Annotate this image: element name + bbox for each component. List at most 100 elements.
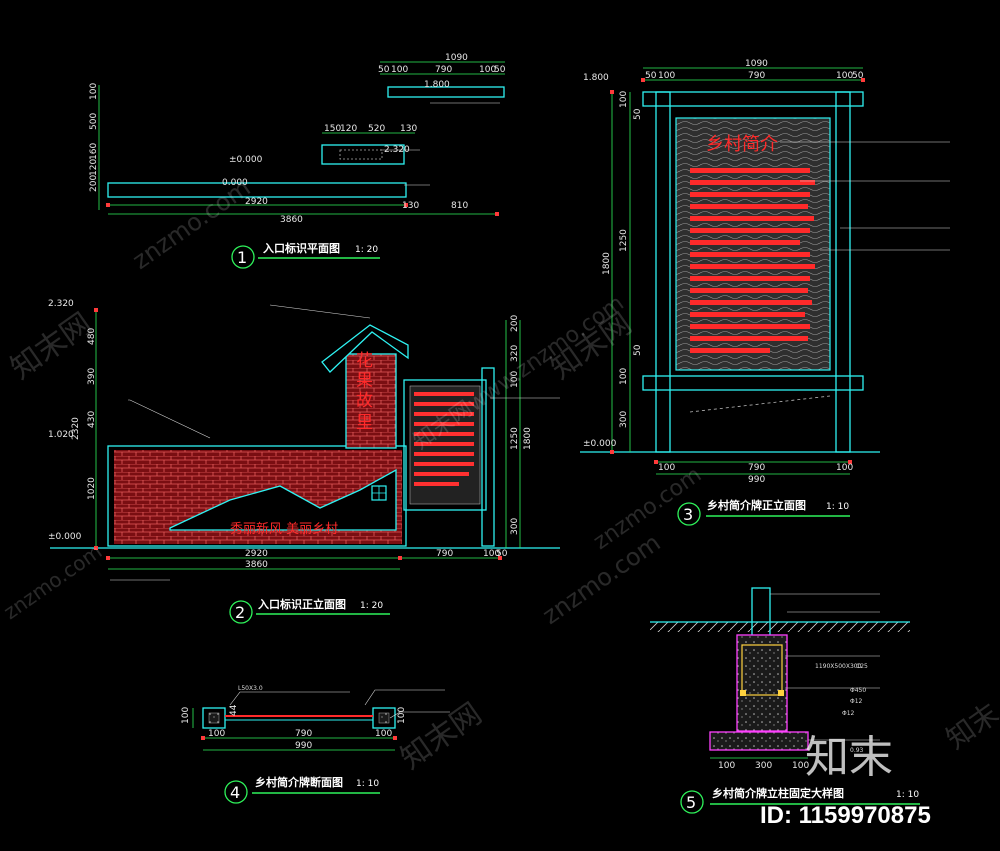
view5-scale: 1: 10 xyxy=(896,790,919,800)
sect4-dim-bottom-1: 100 xyxy=(208,729,225,739)
elev3-dim-left-7: 300 xyxy=(619,411,629,428)
detail-footing xyxy=(736,634,788,732)
plan-gate-pier xyxy=(321,144,405,165)
view5-number: 5 xyxy=(686,793,696,812)
board-post-left xyxy=(655,91,671,453)
elev3-dim-top-total: 1090 xyxy=(745,59,768,69)
elev3-dim-bottom-2: 790 xyxy=(748,463,765,473)
detail-label-3: Φ450 xyxy=(850,687,866,694)
view1-scale: 1: 20 xyxy=(355,245,378,255)
view5-title: 5 乡村简介牌立柱固定大样图 1: 10 xyxy=(680,786,920,814)
id-label: ID: 1159970875 xyxy=(760,802,931,829)
watermark-8: 知末网 xyxy=(395,696,489,776)
view4-title-text: 乡村简介牌断面图 xyxy=(255,775,343,789)
plan-base-slab xyxy=(107,182,407,198)
elev3-dim-top-3: 790 xyxy=(748,71,765,81)
view4-title: 4 乡村简介牌断面图 1: 10 xyxy=(224,775,380,804)
sect4-dim-right-1: 100 xyxy=(397,707,407,724)
section-post-left xyxy=(202,707,226,729)
plan-dim-top-5: 50 xyxy=(494,65,506,75)
plan-dim-left-1: 100 xyxy=(89,83,99,100)
elev3-dim-bottom-1: 100 xyxy=(658,463,675,473)
plan-dim-mid-2: 120 xyxy=(340,124,357,134)
elev2-dim-right-3: 100 xyxy=(510,371,520,388)
elev2-dim-left-2: 390 xyxy=(87,368,97,385)
elev3-level-top: 1.800 xyxy=(583,73,609,83)
elev2-dim-left-4: 1020 xyxy=(87,477,97,500)
elev2-dim-right-6: 1800 xyxy=(523,427,533,450)
elev3-dim-top-2: 100 xyxy=(658,71,675,81)
view2-title-text: 入口标识正立面图 xyxy=(258,597,346,611)
view1-title-text: 入口标识平面图 xyxy=(263,241,340,255)
elev3-dim-left-1: 100 xyxy=(619,91,629,108)
plan-level-0: 0.000 xyxy=(222,178,248,188)
elev3-dim-bottom-3: 100 xyxy=(836,463,853,473)
plan-dim-bottom-3: 130 xyxy=(402,201,419,211)
sect4-dim-bottom-4: 990 xyxy=(295,741,312,751)
elev3-dim-left-5: 50 xyxy=(633,344,643,356)
plan-dim-top-1: 50 xyxy=(378,65,390,75)
view4-scale: 1: 10 xyxy=(356,779,379,789)
view1-plan: 1090 50 100 790 100 50 150 120 520 130 2… xyxy=(89,53,506,225)
wall-slogan: 秀丽新风 美丽乡村 xyxy=(230,521,338,537)
plan-dim-bottom-2: 3860 xyxy=(280,215,303,225)
view1-title: 1 入口标识平面图 1: 20 xyxy=(231,241,380,269)
site-logo: 知末 xyxy=(805,732,893,783)
plan-board xyxy=(387,86,505,98)
detail-label-1: 1190X500X300 xyxy=(815,663,862,670)
gate-roof xyxy=(321,324,409,373)
elev2-dim-left-5: 2320 xyxy=(71,417,81,440)
plan-dim-left-5: 200 xyxy=(89,175,99,192)
view3-title-text: 乡村简介牌正立面图 xyxy=(707,498,806,512)
elev2-dim-bottom-4: 50 xyxy=(496,549,508,559)
elev3-dim-left-3: 1250 xyxy=(619,229,629,252)
elev2-level-mid: 1.020 xyxy=(48,430,74,440)
plan-dim-top-3: 790 xyxy=(435,65,452,75)
elev2-level-top: 2.320 xyxy=(48,299,74,309)
plan-dim-left-2: 500 xyxy=(89,113,99,130)
view5-detail: 100 300 100 1190X500X300 C25 Φ450 Φ12 Φ1… xyxy=(650,587,910,771)
elev3-dim-left-2: 50 xyxy=(633,108,643,120)
watermark-9: 知末 xyxy=(940,697,1000,756)
plan-dim-bottom-4: 810 xyxy=(451,201,468,211)
detail-dim-3: 100 xyxy=(792,761,809,771)
plan-dim-mid-1: 150 xyxy=(324,124,341,134)
elev3-level-zero: ±0.000 xyxy=(583,439,617,449)
plan-dim-top-4: 100 xyxy=(479,65,496,75)
plan-dim-left-3: 160 xyxy=(89,143,99,160)
view3-board-elevation: 乡村简介 1090 50 100 790 100 50 1.800 ±0.000… xyxy=(580,59,950,485)
wave-cap-wall xyxy=(169,468,397,531)
detail-label-6: 0.93 xyxy=(850,747,864,754)
detail-dim-1: 100 xyxy=(718,761,735,771)
elev3-dim-bottom-4: 990 xyxy=(748,475,765,485)
plan-dim-bottom-1: 2920 xyxy=(245,197,268,207)
elev2-dim-left-3: 430 xyxy=(87,411,97,428)
plan-dim-total-top: 1090 xyxy=(445,53,468,63)
detail-base-pad xyxy=(709,731,809,751)
plan-dim-mid-3: 520 xyxy=(368,124,385,134)
plan-level-zero: ±0.000 xyxy=(229,155,263,165)
elev3-dim-top-1: 50 xyxy=(645,71,657,81)
watermark-3: znzmo.com xyxy=(0,539,106,624)
elev2-dim-right-2: 320 xyxy=(510,345,520,362)
elev3-dim-top-4: 100 xyxy=(836,71,853,81)
elev2-board-frame xyxy=(403,379,487,511)
elev3-dim-left-6: 100 xyxy=(619,368,629,385)
board-top-beam xyxy=(642,91,864,107)
elev2-dim-bottom-2: 790 xyxy=(436,549,453,559)
elev2-dim-bottom-1: 2920 xyxy=(245,549,268,559)
view2-scale: 1: 20 xyxy=(360,601,383,611)
elev2-dim-bottom-3: 100 xyxy=(483,549,500,559)
view1-number: 1 xyxy=(237,248,247,267)
board-bottom-beam xyxy=(642,375,864,391)
view3-scale: 1: 10 xyxy=(826,502,849,512)
detail-ground xyxy=(650,622,910,632)
elev2-dim-bottom-5: 3860 xyxy=(245,560,268,570)
view4-section: 100 790 100 990 L50X3.0 100 44 100 xyxy=(181,685,450,751)
elev3-dim-left-4: 1800 xyxy=(602,252,612,275)
detail-dim-2: 300 xyxy=(755,761,772,771)
view3-title: 3 乡村简介牌正立面图 1: 10 xyxy=(677,498,850,526)
sect4-dim-left-2: 44 xyxy=(229,704,239,716)
